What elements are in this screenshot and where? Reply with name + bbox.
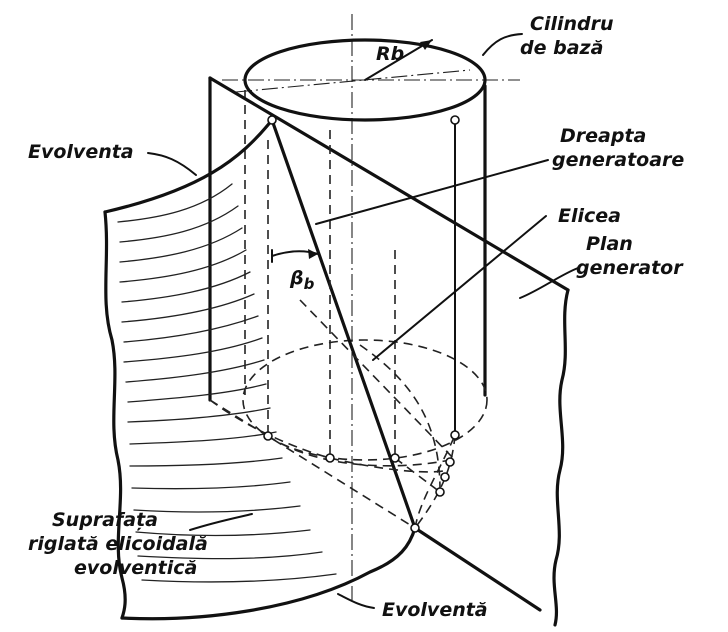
helix-curve-6 bbox=[209, 399, 331, 459]
plane-top-edge bbox=[208, 76, 570, 292]
label-beta: βb bbox=[289, 267, 315, 293]
helix-diagonal-1 bbox=[299, 299, 456, 461]
label-beta-subscript: b bbox=[304, 275, 315, 293]
label-suprafata-2: riglată elicoidală bbox=[28, 533, 208, 555]
label-cilindru-2: de bază bbox=[520, 37, 603, 59]
point-top-right bbox=[450, 115, 460, 125]
top-diameter-line bbox=[235, 69, 471, 93]
point-bottom-mid bbox=[325, 453, 335, 463]
point-bottom-right bbox=[450, 430, 460, 440]
plane-bottom-edge bbox=[413, 526, 542, 612]
helix-curve-1 bbox=[267, 435, 451, 467]
cylinder-bottom-ellipse bbox=[242, 339, 488, 461]
point-helix-2 bbox=[440, 472, 450, 482]
point-top-generator bbox=[267, 115, 277, 125]
helix-curve-5 bbox=[414, 434, 456, 529]
label-suprafata-3: evolventică bbox=[74, 557, 197, 579]
point-bottom-mid2 bbox=[390, 453, 400, 463]
rb-radius-line bbox=[364, 39, 433, 81]
helix-curve-4 bbox=[359, 344, 441, 491]
beta-angle-arrowhead bbox=[308, 249, 318, 259]
label-cilindru-1: Cilindru bbox=[530, 13, 614, 35]
label-evolventa-top: Evolventa bbox=[28, 141, 134, 163]
helix-curve-3 bbox=[414, 434, 456, 529]
label-dreapta-2: generatoare bbox=[552, 149, 684, 171]
leader-evolventa-bottom bbox=[337, 593, 375, 609]
label-dreapta-1: Dreapta bbox=[560, 125, 646, 147]
label-beta-symbol: β bbox=[289, 267, 304, 289]
label-plan-2: generator bbox=[576, 257, 684, 279]
point-helix-3 bbox=[435, 487, 445, 497]
leader-elicea bbox=[372, 215, 547, 361]
plane-right-edge bbox=[552, 288, 570, 627]
leader-plan bbox=[519, 267, 579, 299]
leader-suprafata bbox=[189, 513, 253, 531]
generating-line bbox=[270, 118, 417, 530]
label-plan-1: Plan bbox=[586, 233, 633, 255]
plane-bottom-edge-hidden bbox=[209, 399, 416, 529]
label-suprafata-1: Suprafața bbox=[52, 509, 158, 531]
involute-top-curve bbox=[103, 118, 274, 214]
leader-dreapta bbox=[315, 159, 549, 225]
leader-evolventa-top bbox=[147, 152, 197, 176]
label-evolventa-bottom: Evolventă bbox=[382, 599, 488, 621]
helix-curve-2 bbox=[329, 457, 449, 473]
surface-left-edge bbox=[103, 210, 127, 620]
helix-diagonal-2 bbox=[394, 457, 441, 493]
point-bottom-left bbox=[263, 431, 273, 441]
marker-points bbox=[263, 115, 460, 533]
surface-rulings bbox=[117, 183, 337, 583]
label-elicea: Elicea bbox=[558, 205, 621, 227]
leader-cilindru bbox=[482, 33, 523, 56]
involute-bottom-curve bbox=[120, 526, 417, 621]
point-helix-1 bbox=[445, 457, 455, 467]
cylinder-top-ellipse bbox=[243, 38, 487, 122]
rb-arrowhead bbox=[420, 40, 432, 50]
label-rb: Rb bbox=[376, 43, 404, 65]
point-bottom-generator bbox=[410, 523, 420, 533]
